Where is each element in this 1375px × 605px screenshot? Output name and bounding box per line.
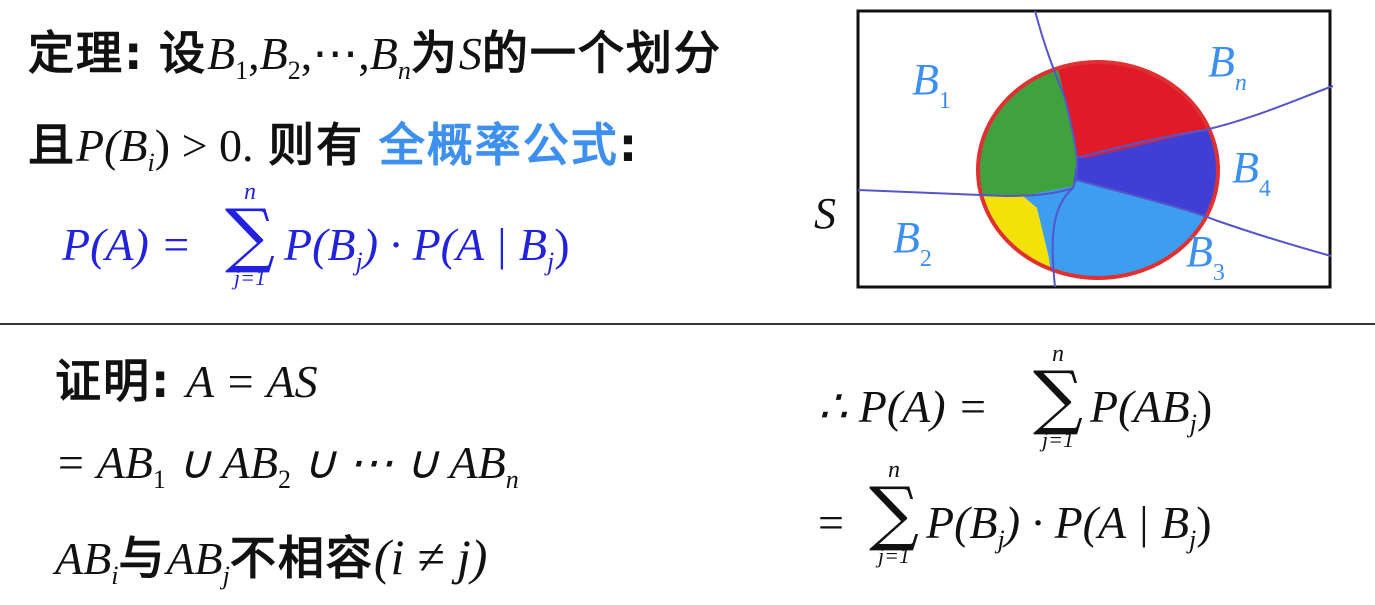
label-b1-text: B: [912, 55, 939, 104]
comma-3: ,: [358, 28, 370, 79]
boundary-b2-b3: [1051, 187, 1074, 288]
condition-tail: ) > 0.: [154, 120, 254, 171]
formula-sub-j2: j: [547, 247, 555, 276]
proof-heading: 证明:: [55, 354, 172, 408]
proof-rhs2-text: P(B: [926, 497, 998, 548]
proof-line2-start: = AB: [55, 437, 153, 488]
comma-1: ,: [248, 28, 260, 79]
sum-sigma: ∑: [225, 194, 275, 276]
label-b2: B2: [893, 213, 932, 272]
proof-line3-sub-i: i: [111, 561, 119, 590]
label-b1: B1: [912, 55, 951, 114]
boundary-b4-b3: [1076, 179, 1332, 257]
formula-name: 全概率公式: [378, 118, 619, 172]
proof-rhs1-sub: j: [1189, 409, 1197, 438]
label-b3-sub: 3: [1212, 260, 1225, 286]
proof-rhs2-sub2: j: [1189, 525, 1197, 554]
proof-eq: =: [818, 497, 844, 548]
formula-term-mid: ) · P(A | B: [362, 219, 547, 270]
proof-union-dots: ∪ ⋯ ∪ AB: [290, 437, 506, 488]
label-bn-sub: n: [1234, 70, 1247, 96]
proof-rhs-2: P(Bj) · P(A | Bj): [926, 500, 1212, 553]
sub-2: 2: [287, 56, 301, 85]
label-b3: B3: [1186, 227, 1225, 286]
label-b4: B4: [1232, 143, 1271, 202]
proof-sum1-top: n: [1052, 341, 1064, 367]
proof-line3-b: AB: [166, 533, 223, 584]
proof-line-1: 证明: A = AS: [55, 358, 318, 405]
proof-sub-2: 2: [277, 465, 291, 494]
condition: P(B: [76, 120, 148, 171]
event-a-circle: [976, 60, 1220, 280]
proof-sum1-bottom: j=1: [1042, 427, 1074, 452]
label-b4-text: B: [1232, 143, 1259, 192]
sub-n: n: [397, 56, 411, 85]
proof-line-2: = AB1 ∪ AB2 ∪ ⋯ ∪ ABn: [55, 440, 519, 493]
section-divider: [0, 323, 1375, 325]
proof-line3-tail: 不相容: [229, 531, 374, 585]
label-bn-text: B: [1208, 37, 1235, 86]
formula-lhs: P(A) =: [62, 219, 192, 270]
label-b2-text: B: [893, 213, 920, 262]
proof-rhs2-sub1: j: [997, 525, 1005, 554]
formula-term1: P(B: [284, 219, 356, 270]
formula-term-end: ): [554, 219, 570, 270]
proof-sum2-sigma: ∑: [869, 472, 919, 554]
label-b1-sub: 1: [938, 88, 951, 114]
proof-sum2-top: n: [888, 457, 900, 483]
formula-rhs: P(Bj) · P(A | Bj): [284, 222, 570, 275]
proof-line1-text: A = AS: [186, 356, 318, 407]
proof-union: ∪ AB: [165, 437, 278, 488]
proof-sum1-sigma: ∑: [1033, 356, 1083, 438]
proof-sum-1: n ∑ j=1: [1030, 342, 1086, 451]
proof-line3-sub-j: j: [222, 561, 230, 590]
then-text: 则有: [268, 118, 365, 172]
theorem-set-text: 设: [159, 26, 208, 80]
sum-top: n: [244, 179, 256, 205]
partition-text: 为: [410, 26, 459, 80]
proof-rhs2-end: ): [1196, 497, 1212, 548]
var-bn: B: [369, 28, 398, 79]
label-b3-text: B: [1186, 227, 1213, 276]
var-b1: B: [207, 28, 236, 79]
proof-sum2-bottom: j=1: [878, 543, 910, 568]
cdots: ⋯: [312, 28, 359, 79]
var-s: S: [458, 28, 482, 79]
proof-line3-mid: 与: [118, 531, 167, 585]
proof-line3-a: AB: [55, 533, 112, 584]
proof-sub-1: 1: [152, 465, 166, 494]
proof-therefore: ∴ P(A) =: [818, 381, 989, 432]
var-b2: B: [259, 28, 288, 79]
proof-rhs1-text: P(AB: [1090, 381, 1190, 432]
boundary-bn-b4: [1076, 85, 1334, 159]
proof-rhs-1: P(ABj): [1090, 384, 1212, 437]
label-b2-sub: 2: [919, 246, 932, 272]
diagram-set-label: S: [814, 189, 836, 238]
comma-2: ,: [300, 28, 313, 79]
sub-i: i: [147, 148, 155, 177]
sum-bottom: j=1: [234, 265, 266, 290]
proof-rhs2-mid: ) · P(A | B: [1004, 497, 1189, 548]
theorem-line-2: 且P(Bi) > 0. 则有 全概率公式:: [28, 122, 639, 176]
proof-sub-n: n: [505, 465, 519, 494]
label-b4-sub: 4: [1258, 176, 1271, 202]
formula-sum: n ∑ j=1: [222, 180, 278, 289]
sub-1: 1: [235, 56, 249, 85]
theorem-line-1: 定理: 设B1,B2,⋯,Bn为S的一个划分: [28, 30, 722, 84]
formula-sub-j1: j: [355, 247, 363, 276]
proof-line3-cond: (i ≠ j): [373, 529, 488, 585]
label-bn: Bn: [1208, 37, 1247, 96]
theorem-colon: :: [618, 118, 640, 172]
proof-rhs1-end: ): [1196, 381, 1213, 432]
partition-diagram: [856, 9, 1334, 289]
partition-tail: 的一个划分: [481, 26, 722, 80]
theorem-heading: 定理:: [28, 26, 145, 80]
and-text: 且: [28, 118, 76, 172]
proof-sum-2: n ∑ j=1: [866, 458, 922, 567]
proof-line-3: ABi与ABj不相容(i ≠ j): [55, 532, 487, 589]
